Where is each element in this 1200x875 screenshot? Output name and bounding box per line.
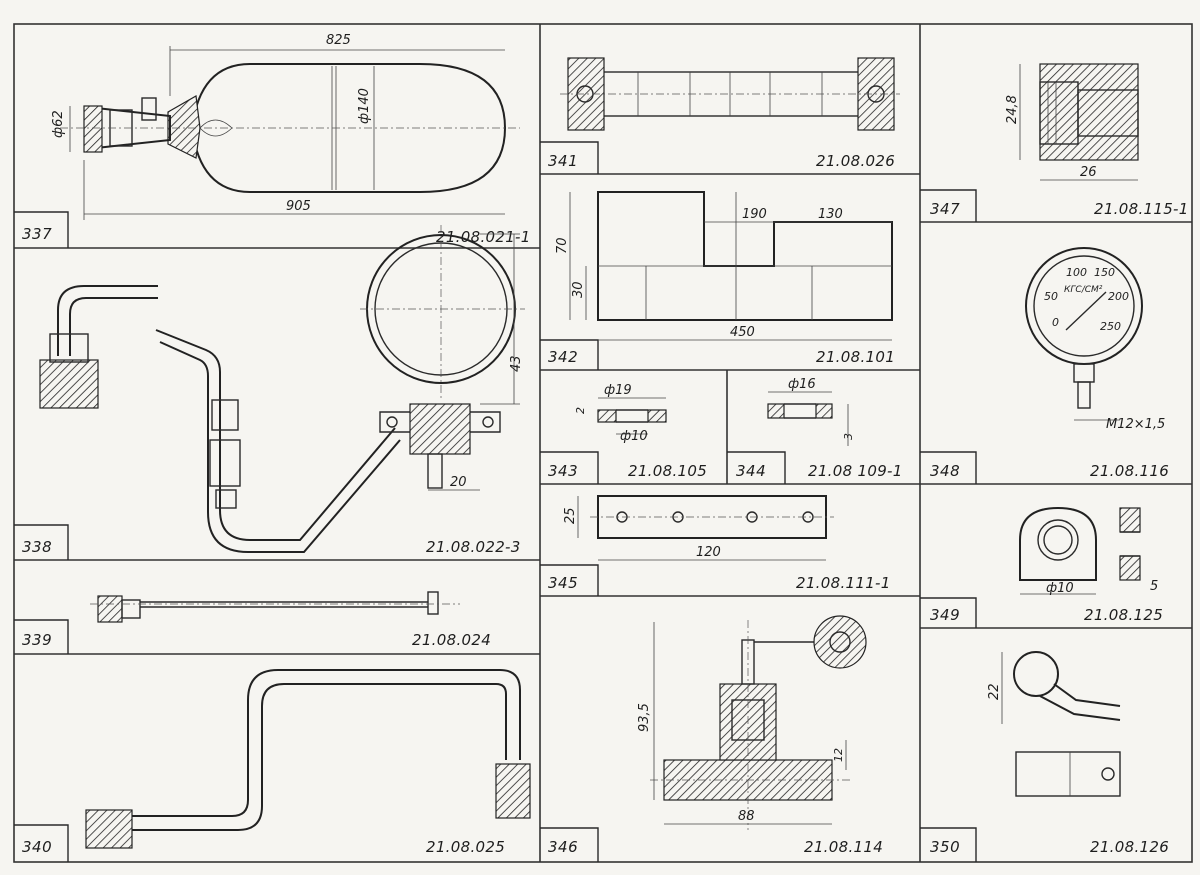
part-349-code: 21.08.125 (1084, 606, 1163, 624)
part-349-spacer-drawing: ф10 5 (1019, 506, 1158, 596)
dim-d10-349: ф10 (1046, 581, 1074, 596)
dim-m12x1-5: M12×1,5 (1106, 417, 1165, 432)
gauge-tick-250: 250 (1100, 320, 1121, 333)
dim-26: 26 (1080, 165, 1097, 180)
dim-d10: ф10 (620, 429, 648, 444)
dim-d140: ф140 (357, 88, 372, 124)
dim-130: 130 (818, 207, 843, 222)
part-346-label: 346 (548, 838, 578, 856)
dim-d16: ф16 (788, 377, 816, 392)
dim-905: 905 (286, 199, 311, 214)
part-337-code: 21.08.021-1 (436, 228, 531, 246)
dim-93-5: 93,5 (637, 703, 652, 732)
part-339-code: 21.08.024 (412, 631, 491, 649)
part-349-label: 349 (930, 606, 960, 624)
dim-12: 12 (832, 748, 845, 762)
part-345-strip-drawing: 25 120 (563, 495, 834, 561)
part-348-label: 348 (930, 462, 960, 480)
part-345-label: 345 (548, 574, 578, 592)
dim-24-8: 24,8 (1005, 95, 1020, 124)
dim-d62: ф62 (51, 110, 66, 138)
part-343-label: 343 (548, 462, 578, 480)
dim-5: 5 (1150, 579, 1158, 594)
part-342-label: 342 (548, 348, 578, 366)
gauge-tick-100: 100 (1066, 266, 1087, 279)
dim-450: 450 (730, 325, 755, 340)
part-341-label: 341 (548, 152, 578, 170)
part-344-washer-drawing: ф16 3 (767, 377, 855, 446)
part-340-label: 340 (22, 838, 52, 856)
dim-88: 88 (738, 809, 755, 824)
part-350-clip-drawing: 22 (987, 651, 1121, 797)
part-345-code: 21.08.111-1 (796, 574, 891, 592)
dim-30: 30 (571, 281, 586, 298)
gauge-tick-50: 50 (1044, 290, 1058, 303)
part-339-tube-drawing (90, 591, 460, 623)
dim-70: 70 (555, 237, 570, 254)
number-boxes (14, 141, 977, 862)
part-339-label: 339 (22, 631, 52, 649)
part-344-label: 344 (736, 462, 766, 480)
part-341-bar-drawing (560, 57, 900, 131)
dim-d19: ф19 (604, 383, 632, 398)
part-341-code: 21.08.026 (816, 152, 895, 170)
part-347-code: 21.08.115-1 (1094, 200, 1189, 218)
part-338-code: 21.08.022-3 (426, 538, 521, 556)
part-348-gauge-drawing: 0 50 100 150 200 250 КГС/СМ² M12×1,5 (1025, 247, 1165, 432)
part-343-washer-drawing: ф19 2 ф10 (574, 383, 667, 444)
dim-22: 22 (987, 683, 1002, 700)
part-347-nut-drawing: 24,8 26 (1005, 63, 1139, 181)
dim-43: 43 (509, 355, 524, 372)
dim-25: 25 (563, 507, 578, 524)
gauge-unit: КГС/СМ² (1064, 285, 1103, 295)
part-350-label: 350 (930, 838, 960, 856)
gauge-tick-0: 0 (1052, 316, 1059, 329)
gauge-tick-150: 150 (1094, 266, 1115, 279)
part-347-label: 347 (930, 200, 960, 218)
dim-120: 120 (696, 545, 721, 560)
part-344-code: 21.08 109-1 (808, 462, 903, 480)
dim-3: 3 (842, 433, 855, 440)
part-346-code: 21.08.114 (804, 838, 883, 856)
sheet-frame (13, 23, 1193, 863)
part-348-code: 21.08.116 (1090, 462, 1169, 480)
part-342-code: 21.08.101 (816, 348, 895, 366)
part-343-code: 21.08.105 (628, 462, 707, 480)
part-338-label: 338 (22, 538, 52, 556)
part-342-plate-drawing: 190 130 70 30 450 (555, 191, 893, 341)
part-337-label: 337 (22, 225, 52, 243)
part-340-tube-drawing (85, 669, 531, 849)
part-340-code: 21.08.025 (426, 838, 505, 856)
part-337-cylinder-drawing: 825 ф62 ф140 905 (51, 33, 520, 220)
dim-190: 190 (742, 207, 767, 222)
dim-2: 2 (574, 407, 587, 414)
part-338-tube-drawing: 43 20 (39, 225, 525, 553)
dim-825: 825 (326, 33, 351, 48)
gauge-tick-200: 200 (1108, 290, 1129, 303)
dim-20: 20 (450, 475, 467, 490)
part-350-code: 21.08.126 (1090, 838, 1169, 856)
part-346-valve-drawing: 93,5 12 88 (637, 615, 867, 830)
